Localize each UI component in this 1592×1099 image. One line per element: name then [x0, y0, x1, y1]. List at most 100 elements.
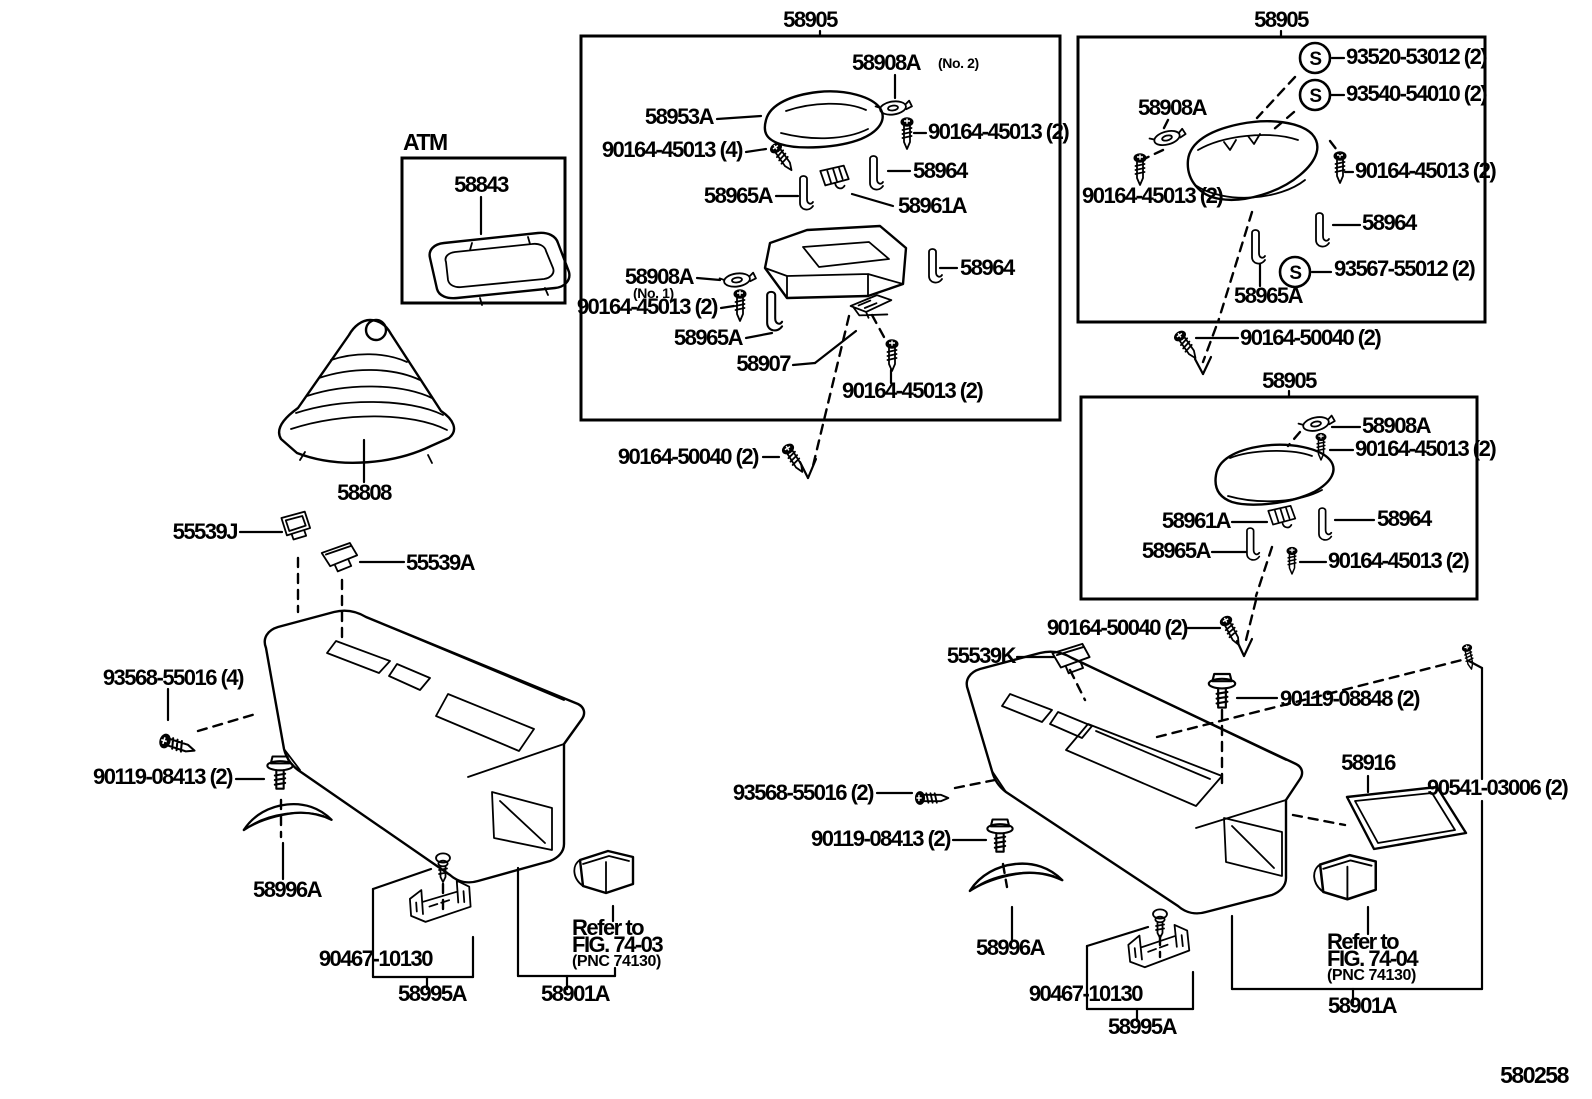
callout-90467-10130-l: 90467-10130 — [319, 946, 433, 971]
assembly-dashed-line — [810, 314, 851, 472]
assembly-dashed-line — [1160, 118, 1170, 134]
callout-90541-03006: 90541-03006 (2) — [1427, 775, 1568, 800]
hook-bracket-icon — [1246, 527, 1261, 561]
callout-58996a-l: 58996A — [253, 877, 323, 902]
hook-bracket-icon — [1251, 229, 1266, 265]
callout-90164-45013-a1: 90164-45013 (2) — [928, 119, 1069, 144]
callout-55539j: 55539J — [173, 519, 238, 544]
armrest-lid-b — [1186, 120, 1319, 201]
screw-icon — [1460, 642, 1478, 671]
callout-58965a-a1: 58965A — [704, 183, 774, 208]
callout-93520-53012: 93520-53012 (2) — [1346, 44, 1487, 69]
atm-caption: ATM — [403, 129, 447, 155]
leader-line — [1193, 357, 1205, 376]
callout-90119-08848: 90119-08848 (2) — [1280, 686, 1420, 711]
callout-93568-55016-l: 93568-55016 (4) — [103, 665, 244, 690]
callout-90164-45013-c1: 90164-45013 (2) — [1355, 436, 1496, 461]
callout-90164-50040-m: 90164-50040 (2) — [1240, 325, 1381, 350]
screw-icon — [1332, 150, 1348, 184]
s-symbol-1-letter: S — [1309, 49, 1321, 70]
screw-icon — [156, 731, 198, 759]
assembly-dashed-line — [1291, 813, 1347, 827]
assembly-dashed-line — [1068, 668, 1087, 702]
screw-icon — [1132, 152, 1148, 186]
console-box-rear — [965, 650, 1304, 915]
callout-58901a-r: 58901A — [1328, 993, 1398, 1018]
callout-58964-c: 58964 — [1377, 506, 1433, 531]
clip-icon — [718, 270, 758, 290]
callout-90164-50040-a: 90164-50040 (2) — [618, 444, 759, 469]
bolt-icon — [986, 818, 1014, 853]
assembly-dashed-line — [1271, 110, 1296, 132]
callout-90164-45013-c2: 90164-45013 (2) — [1328, 548, 1469, 573]
callout-58908a-no2-sub: (No. 2) — [938, 55, 979, 71]
screw-icon — [914, 790, 950, 806]
callout-58907: 58907 — [736, 351, 791, 376]
bolt-icon — [1207, 672, 1237, 709]
assembly-dashed-line — [1255, 75, 1297, 120]
callout-58808: 58808 — [337, 480, 392, 505]
latch-icon — [1267, 504, 1298, 531]
leader-line — [1235, 639, 1246, 658]
hook-bracket-icon — [1318, 507, 1333, 541]
callout-90164-50040-c: 90164-50040 (2) — [1047, 615, 1188, 640]
screw-icon — [1171, 327, 1202, 363]
box-c-header: 58905 — [1262, 368, 1317, 393]
s-symbol-3 — [1278, 255, 1312, 289]
armrest-lid-upper — [763, 90, 884, 149]
leader-line — [1467, 659, 1484, 670]
leader-line — [1085, 925, 1150, 948]
assembly-dashed-line — [1244, 598, 1258, 642]
assembly-dashed-line — [1155, 658, 1464, 739]
leader-line — [850, 192, 895, 208]
leader-line — [695, 276, 722, 282]
box-c-parts — [1214, 412, 1337, 575]
hook-bracket-icon — [869, 155, 884, 191]
screw-icon — [1285, 546, 1299, 575]
assembly-dashed-line — [1286, 430, 1302, 448]
callout-90164-45013-a4: 90164-45013 (2) — [842, 378, 983, 403]
callout-90164-45013-b1: 90164-45013 (2) — [1082, 183, 1223, 208]
s-symbol-1 — [1298, 41, 1332, 75]
leader-line — [791, 361, 817, 367]
callout-93568-55016-r: 93568-55016 (2) — [733, 780, 874, 805]
leader-line — [744, 147, 768, 154]
assembly-dashed-line — [953, 778, 997, 790]
assembly-dashed-line — [1254, 545, 1274, 598]
hook-bracket-icon — [799, 175, 814, 211]
callout-58965a-b: 58965A — [1234, 283, 1304, 308]
leader-line — [719, 304, 736, 310]
latch-icon — [819, 164, 851, 192]
clip-icon — [320, 541, 360, 574]
bolt-icon — [266, 755, 294, 790]
assembly-dashed-line — [1328, 139, 1342, 156]
refer-right-line1: Refer to — [1327, 929, 1399, 954]
callout-58995a-r: 58995A — [1108, 1014, 1178, 1039]
callout-58965a-c: 58965A — [1142, 538, 1212, 563]
box-a-parts — [718, 90, 943, 372]
callout-58901a-l: 58901A — [541, 981, 611, 1006]
callout-58995a-l: 58995A — [398, 981, 468, 1006]
box-a-frame — [579, 34, 1062, 422]
carpet-plate-58916 — [1345, 785, 1468, 851]
hook-bracket-icon — [766, 290, 784, 332]
figure-number: 580258 — [1500, 1062, 1569, 1088]
box-b-header: 58905 — [1254, 7, 1309, 32]
screw-icon — [899, 116, 915, 150]
clip-icon — [874, 98, 914, 118]
rear-ashtray-icon — [1312, 853, 1378, 901]
assembly-dashed-line — [1144, 148, 1165, 160]
console-bracket-icon — [966, 858, 1064, 893]
hook-bracket-icon — [1315, 212, 1330, 248]
clip-icon — [280, 510, 313, 542]
refer-left-line2: FIG. 74-03 — [572, 932, 663, 957]
mounting-bracket-icon — [407, 878, 473, 924]
assembly-dashed-line — [196, 711, 261, 733]
callout-58964-a2: 58964 — [960, 255, 1016, 280]
box-c-frame — [1079, 395, 1479, 601]
screw-icon — [884, 338, 900, 372]
callout-90164-45013-b2: 90164-45013 (2) — [1355, 158, 1496, 183]
callout-55539a: 55539A — [406, 550, 476, 575]
refer-right-line2: FIG. 74-04 — [1327, 946, 1419, 971]
